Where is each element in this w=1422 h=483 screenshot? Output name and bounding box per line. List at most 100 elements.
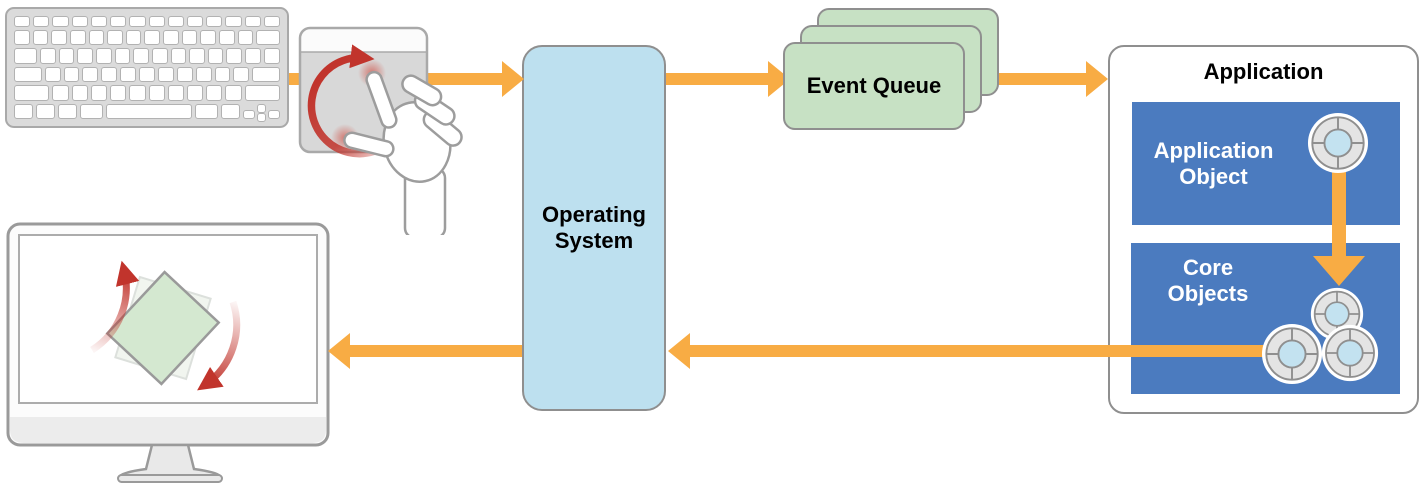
core-objects-label: Core Objects	[1167, 255, 1249, 306]
keyboard-key	[129, 16, 146, 27]
keyboard-row	[14, 66, 280, 83]
keyboard-key	[252, 66, 280, 83]
keyboard-key	[79, 103, 103, 120]
keyboard-key	[214, 66, 231, 83]
keyboard-key	[33, 16, 50, 27]
flow-arrow-os-to-monitor	[328, 333, 522, 369]
keyboard-key	[69, 30, 86, 46]
keyboard-key	[51, 30, 67, 46]
keyboard-key	[144, 30, 160, 46]
keyboard-key	[110, 85, 127, 101]
keyboard-key	[244, 85, 280, 101]
keyboard-key	[14, 85, 50, 101]
monitor-chin	[10, 417, 326, 443]
application-object-icon	[1307, 112, 1369, 174]
keyboard-key	[233, 66, 250, 83]
keyboard-key	[107, 30, 123, 46]
keyboard-key	[167, 85, 184, 101]
keyboard-key	[40, 48, 56, 64]
keyboard-key	[189, 48, 205, 64]
hand-thumb	[343, 131, 395, 158]
keyboard-key	[57, 103, 77, 120]
keyboard-key	[200, 30, 216, 46]
keyboard-key	[14, 48, 38, 64]
keyboard-key	[237, 30, 254, 46]
monitor-base	[117, 474, 223, 483]
event-queue-card-front: Event Queue	[783, 42, 965, 130]
flow-arrow-os-to-queue	[666, 61, 790, 97]
keyboard-key	[157, 66, 174, 83]
keyboard-row	[14, 30, 280, 46]
keyboard-key	[218, 30, 235, 46]
keyboard-key	[96, 48, 112, 64]
keyboard-key	[148, 16, 165, 27]
keyboard-key	[148, 85, 165, 101]
keyboard-key	[14, 66, 42, 83]
keyboard-key	[77, 48, 93, 64]
keyboard-updown-keys	[256, 103, 267, 123]
keyboard-arrow-cluster	[242, 103, 281, 123]
keyboard-key	[186, 16, 204, 27]
keyboard-key	[256, 30, 280, 46]
trackpad-rotate-gesture-icon	[298, 26, 463, 235]
keyboard-row	[14, 16, 281, 27]
rotate-cw-arrow-icon	[90, 260, 140, 353]
keyboard-key	[256, 103, 267, 113]
keyboard-key	[194, 103, 219, 120]
operating-system-box: Operating System	[522, 45, 666, 411]
keyboard-key	[63, 66, 80, 83]
keyboard-key	[195, 66, 212, 83]
keyboard-key	[133, 48, 149, 64]
core-object-icon	[1261, 323, 1323, 385]
keyboard-key	[44, 66, 61, 83]
keyboard-key	[181, 30, 198, 46]
keyboard-key	[52, 85, 69, 101]
keyboard-key	[101, 66, 118, 83]
event-queue-label: Event Queue	[806, 73, 942, 99]
keyboard-key	[268, 109, 281, 120]
keyboard-key	[256, 112, 267, 123]
keyboard-row	[14, 85, 280, 101]
core-object-icon	[1321, 324, 1379, 382]
keyboard-key	[82, 66, 99, 83]
rotated-square-icon	[105, 270, 221, 386]
keyboard-icon	[5, 7, 289, 128]
keyboard-key	[263, 48, 280, 64]
keyboard-key	[186, 85, 204, 101]
keyboard-row	[14, 103, 281, 123]
keyboard-spacebar	[105, 103, 192, 120]
monitor-icon	[6, 222, 330, 483]
keyboard-key	[244, 16, 261, 27]
keyboard-key	[14, 30, 30, 46]
keyboard-key	[110, 16, 127, 27]
keyboard-key	[225, 85, 242, 101]
keyboard-key	[139, 66, 155, 83]
keyboard-key	[114, 48, 131, 64]
operating-system-label: Operating System	[542, 202, 646, 253]
keyboard-key	[163, 30, 179, 46]
keyboard-key	[263, 16, 281, 27]
rotate-ccw-arrow-icon	[197, 300, 241, 391]
keyboard-key	[71, 85, 88, 101]
keyboard-key	[242, 109, 255, 120]
monitor-stand	[116, 443, 224, 478]
keyboard-key	[225, 16, 242, 27]
keyboard-key	[151, 48, 168, 64]
keyboard-key	[226, 48, 242, 64]
keyboard-key	[221, 103, 240, 120]
keyboard-key	[120, 66, 137, 83]
application-title: Application	[1203, 59, 1324, 84]
keyboard-key	[129, 85, 146, 101]
keyboard-key	[52, 16, 69, 27]
flow-arrow-queue-to-application	[990, 61, 1108, 97]
keyboard-key	[88, 30, 105, 46]
keyboard-key	[245, 48, 261, 64]
keyboard-key	[14, 103, 33, 120]
keyboard-key	[32, 30, 49, 46]
keyboard-key	[90, 85, 108, 101]
keyboard-row	[14, 48, 280, 64]
keyboard-key	[71, 16, 88, 27]
keyboard-key	[14, 16, 31, 27]
application-object-label: Application Object	[1153, 137, 1274, 189]
